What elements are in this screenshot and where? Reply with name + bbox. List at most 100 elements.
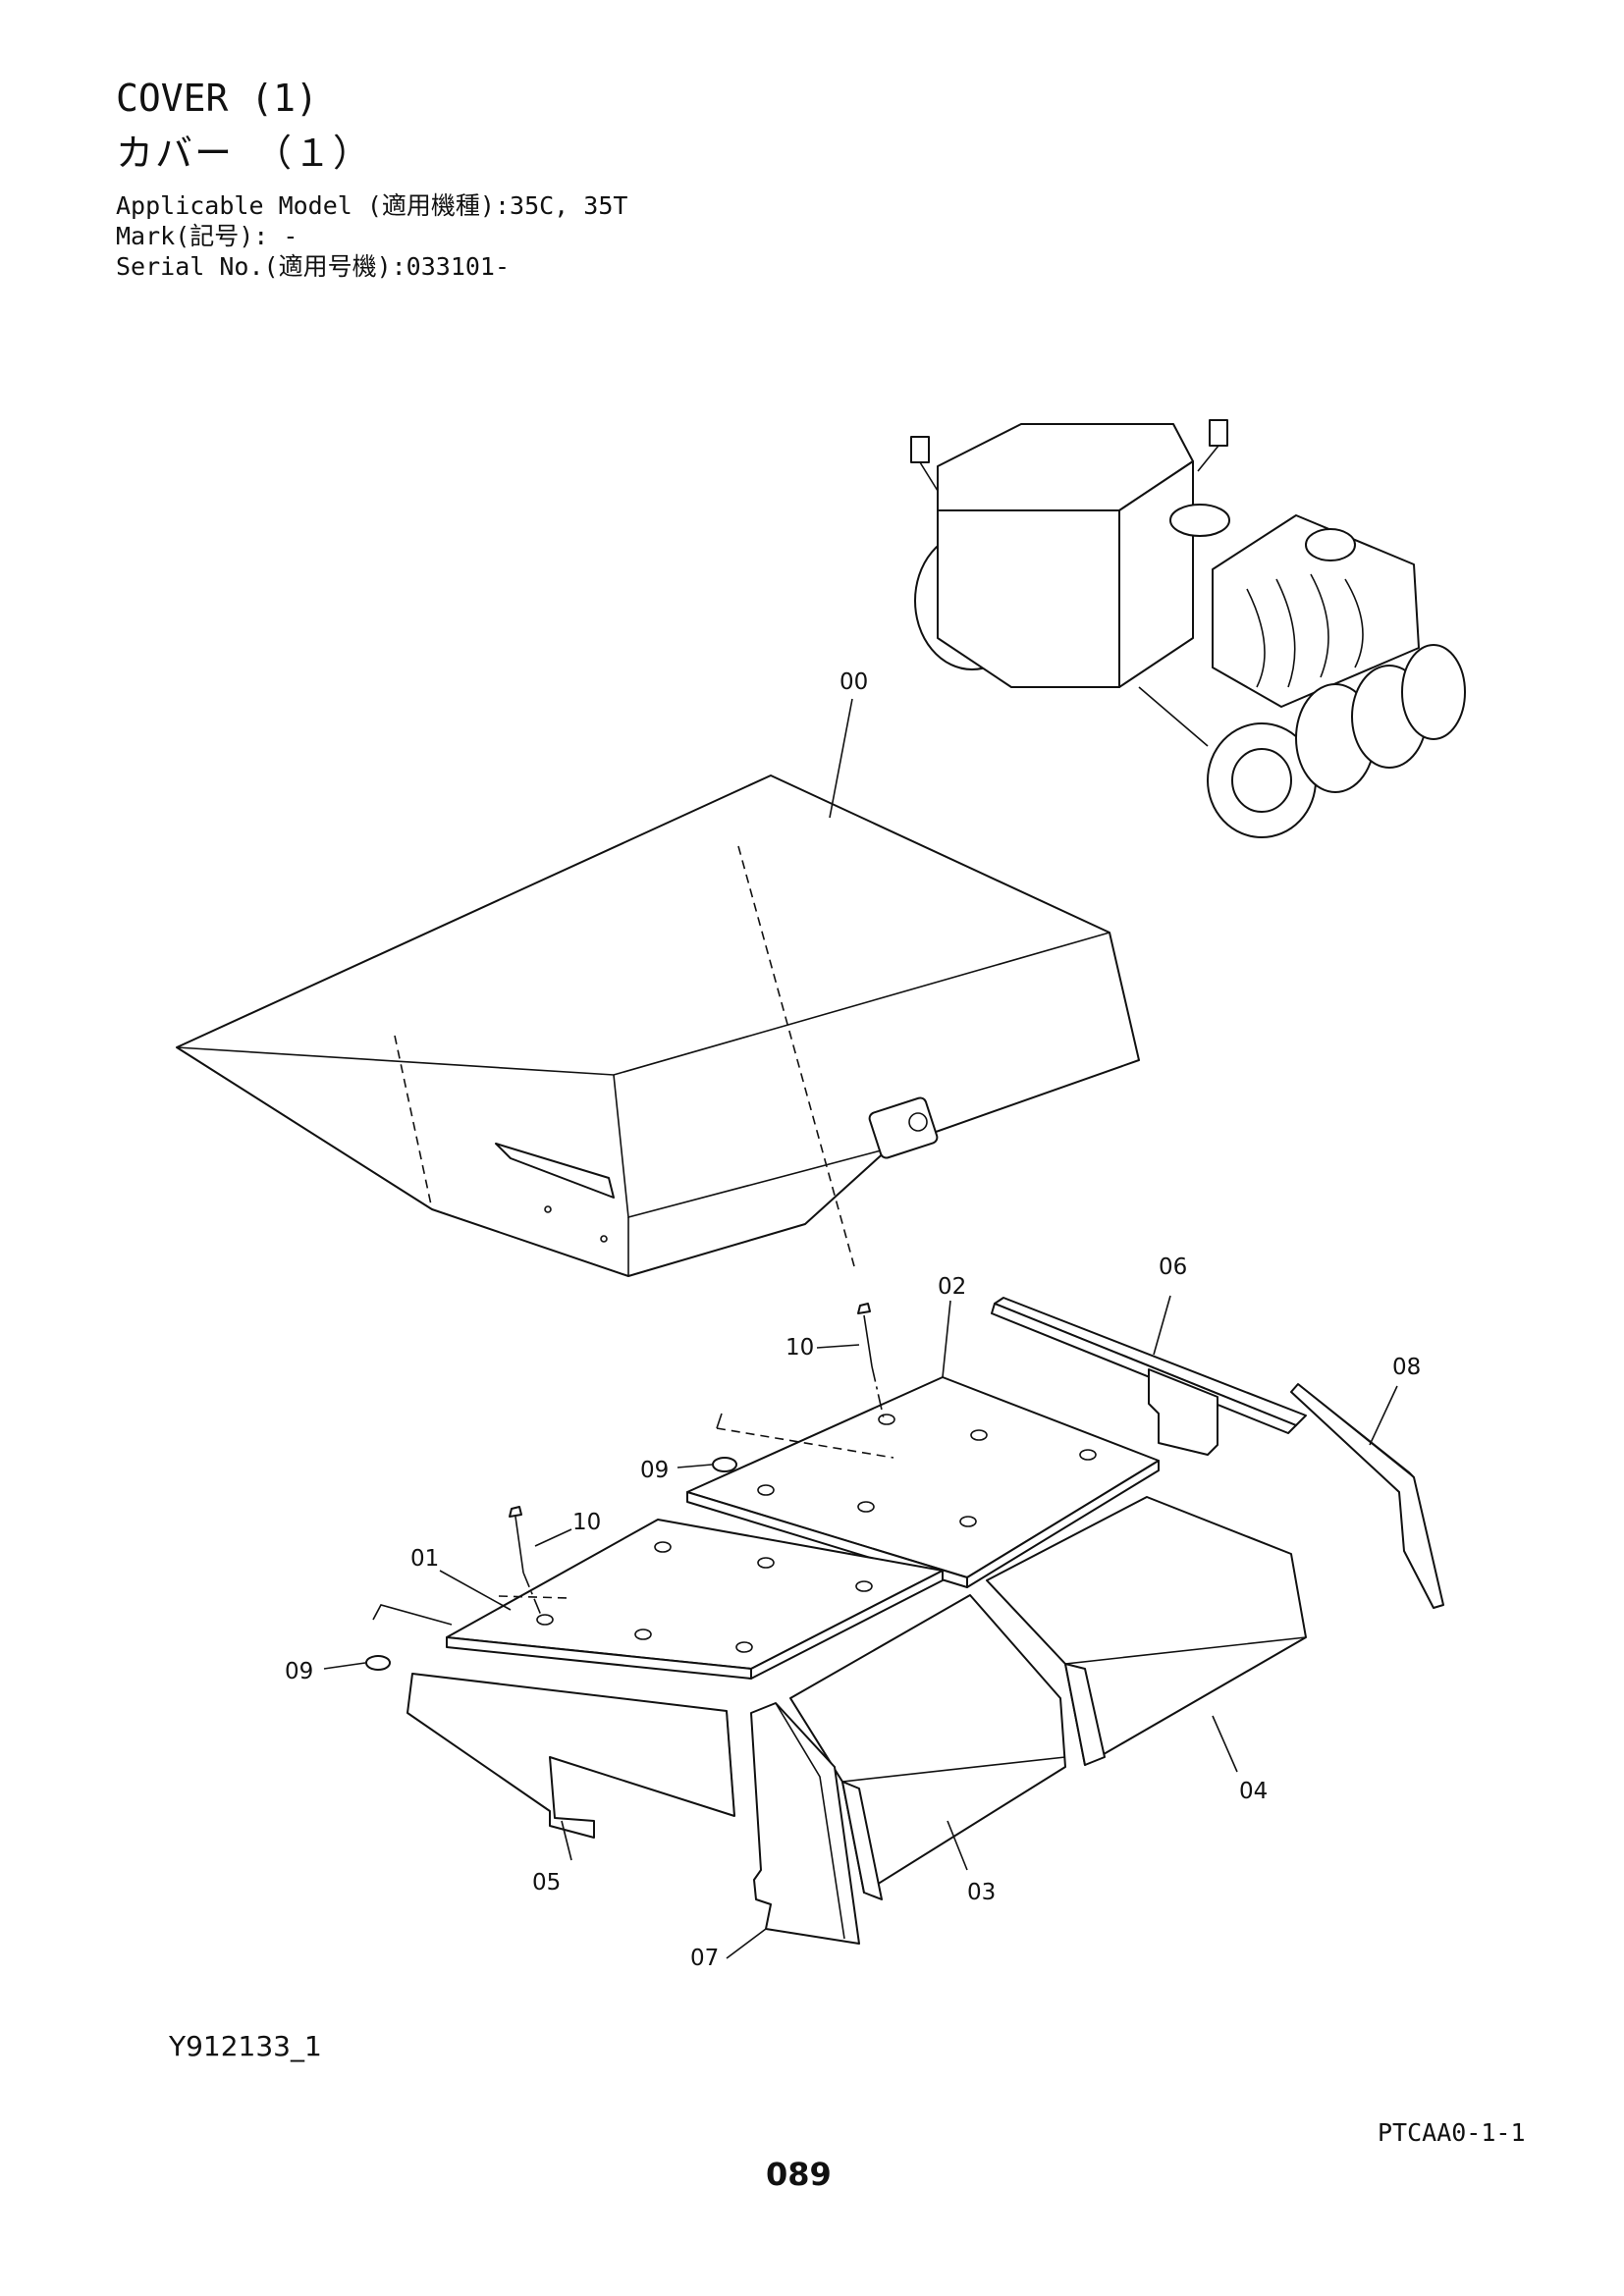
leader-07 — [726, 1928, 767, 1959]
part-08-side-panel — [1290, 1383, 1444, 1609]
plate-01-bolt-hole — [757, 1557, 775, 1569]
plate-01-side — [750, 1570, 944, 1680]
plate-01-bolt-hole — [654, 1541, 672, 1553]
leader-08 — [1369, 1385, 1398, 1446]
part-07-corner-cover — [750, 1702, 860, 1945]
fuel-cap-shape — [1305, 528, 1356, 561]
callout-labels: 00 01 02 03 04 05 06 07 08 09 09 10 10 — [285, 669, 1421, 1971]
bolt-10-lower-shank — [514, 1516, 524, 1574]
callout-04[interactable]: 04 — [1239, 1779, 1268, 1804]
callout-00[interactable]: 00 — [839, 669, 868, 695]
cover-05-outline — [406, 1673, 735, 1839]
leader-02 — [942, 1300, 951, 1378]
plate-02-bolt-hole — [959, 1516, 977, 1527]
cover-side-hole — [544, 1205, 552, 1213]
cover-03-flange — [841, 1781, 883, 1900]
frame-line — [1138, 686, 1209, 747]
main-cover-wing-edge — [176, 1046, 433, 1210]
cover-05-end-edge — [726, 1710, 735, 1817]
plate-02-bolt-hole — [757, 1484, 775, 1496]
plate-02-ref-tick — [716, 1413, 723, 1429]
cover-lock-knob — [908, 1112, 928, 1132]
plate-01-bolt-hole — [855, 1580, 873, 1592]
part-10-bolts — [509, 1303, 885, 1619]
plate-02-bolt-hole — [857, 1501, 875, 1513]
callout-01[interactable]: 01 — [410, 1546, 439, 1572]
rear-tire-hub-shape — [1231, 748, 1292, 813]
bolt-10-upper-axis — [871, 1365, 885, 1419]
leader-05 — [561, 1820, 572, 1861]
alignment-line-left — [394, 1035, 433, 1210]
cover-07-ridge — [775, 1702, 845, 1940]
leader-10-lower — [534, 1528, 572, 1547]
engine-ribs-lines — [1246, 573, 1364, 688]
bolt-10-lower-axis — [522, 1572, 543, 1619]
part-01-floor-plate-left — [372, 1519, 944, 1680]
page-number: 089 — [766, 2156, 832, 2193]
leader-06 — [1153, 1295, 1171, 1356]
bolt-10-upper-head — [857, 1303, 871, 1314]
panel-08-ridge — [1297, 1383, 1415, 1478]
callout-09-lower[interactable]: 09 — [285, 1659, 313, 1684]
left-mirror-shape — [910, 436, 930, 463]
plate-01-bolt-hole — [634, 1629, 652, 1640]
callout-07[interactable]: 07 — [690, 1946, 719, 1971]
leader-00 — [829, 698, 853, 819]
callout-09-upper[interactable]: 09 — [640, 1458, 669, 1483]
washer-09-upper — [712, 1457, 737, 1472]
bolt-10-lower-head — [509, 1506, 522, 1518]
plate-02-dashed-ref — [716, 1427, 894, 1459]
applicable-model-text: Applicable Model (適用機種):35C, 35T — [116, 191, 628, 220]
part-00-main-cover — [176, 774, 1140, 1277]
cover-04-flange — [1064, 1663, 1106, 1766]
mirror-arm-right — [1197, 445, 1219, 472]
callout-02[interactable]: 02 — [938, 1274, 966, 1300]
part-05-lower-cover-left — [406, 1673, 735, 1839]
plate-01-ref-tick — [372, 1604, 453, 1626]
right-mirror-shape — [1209, 419, 1228, 447]
steering-wheel-shape — [1169, 504, 1230, 537]
leader-04 — [1212, 1715, 1238, 1773]
part-06-side-bracket — [991, 1297, 1307, 1456]
machine-body-shape — [937, 509, 1120, 688]
cover-side-slot — [495, 1143, 615, 1199]
main-cover-outline — [176, 774, 1140, 1277]
leader-01 — [439, 1570, 512, 1611]
washer-09-lower — [365, 1655, 391, 1671]
plate-01-bolt-hole — [735, 1641, 753, 1653]
part-09-washers — [365, 1457, 737, 1671]
leader-03 — [947, 1820, 968, 1871]
cover-07-outline — [750, 1702, 860, 1945]
leader-10-upper — [816, 1344, 860, 1349]
plate-02-bolt-hole — [970, 1429, 988, 1441]
cover-side-hole-2 — [600, 1235, 608, 1243]
plate-02-bolt-hole — [1079, 1449, 1097, 1461]
leader-09-upper — [677, 1464, 713, 1468]
serial-number-text: Serial No.(適用号機):033101- — [116, 252, 511, 281]
callout-08[interactable]: 08 — [1392, 1355, 1421, 1380]
figure-code: Y912133_1 — [169, 2030, 322, 2062]
bracket-06-tab — [1148, 1368, 1218, 1456]
bracket-06-edge — [991, 1303, 1297, 1434]
callout-10-lower[interactable]: 10 — [572, 1510, 601, 1535]
callout-05[interactable]: 05 — [532, 1870, 561, 1896]
machine-overview-illustration — [910, 419, 1466, 838]
bolt-10-upper-shank — [863, 1314, 873, 1367]
callout-06[interactable]: 06 — [1159, 1255, 1187, 1280]
leader-lines — [323, 698, 1398, 1959]
rear-tire-4-shape — [1401, 644, 1466, 740]
plate-01-bolt-hole — [536, 1614, 554, 1626]
callout-03[interactable]: 03 — [967, 1880, 996, 1905]
page-title-english: COVER (1) — [116, 77, 318, 120]
callout-10-upper[interactable]: 10 — [785, 1335, 814, 1361]
mirror-arm-left — [919, 461, 939, 492]
leader-09-lower — [323, 1662, 366, 1670]
reference-code: PTCAA0-1-1 — [1378, 2118, 1526, 2147]
panel-08-outline — [1290, 1383, 1444, 1609]
plate-02-bolt-hole — [878, 1414, 895, 1425]
page-title-japanese: カバー （１） — [116, 132, 373, 175]
plate-02-side — [966, 1460, 1160, 1588]
part-03-lower-cover-center — [789, 1594, 1066, 1900]
